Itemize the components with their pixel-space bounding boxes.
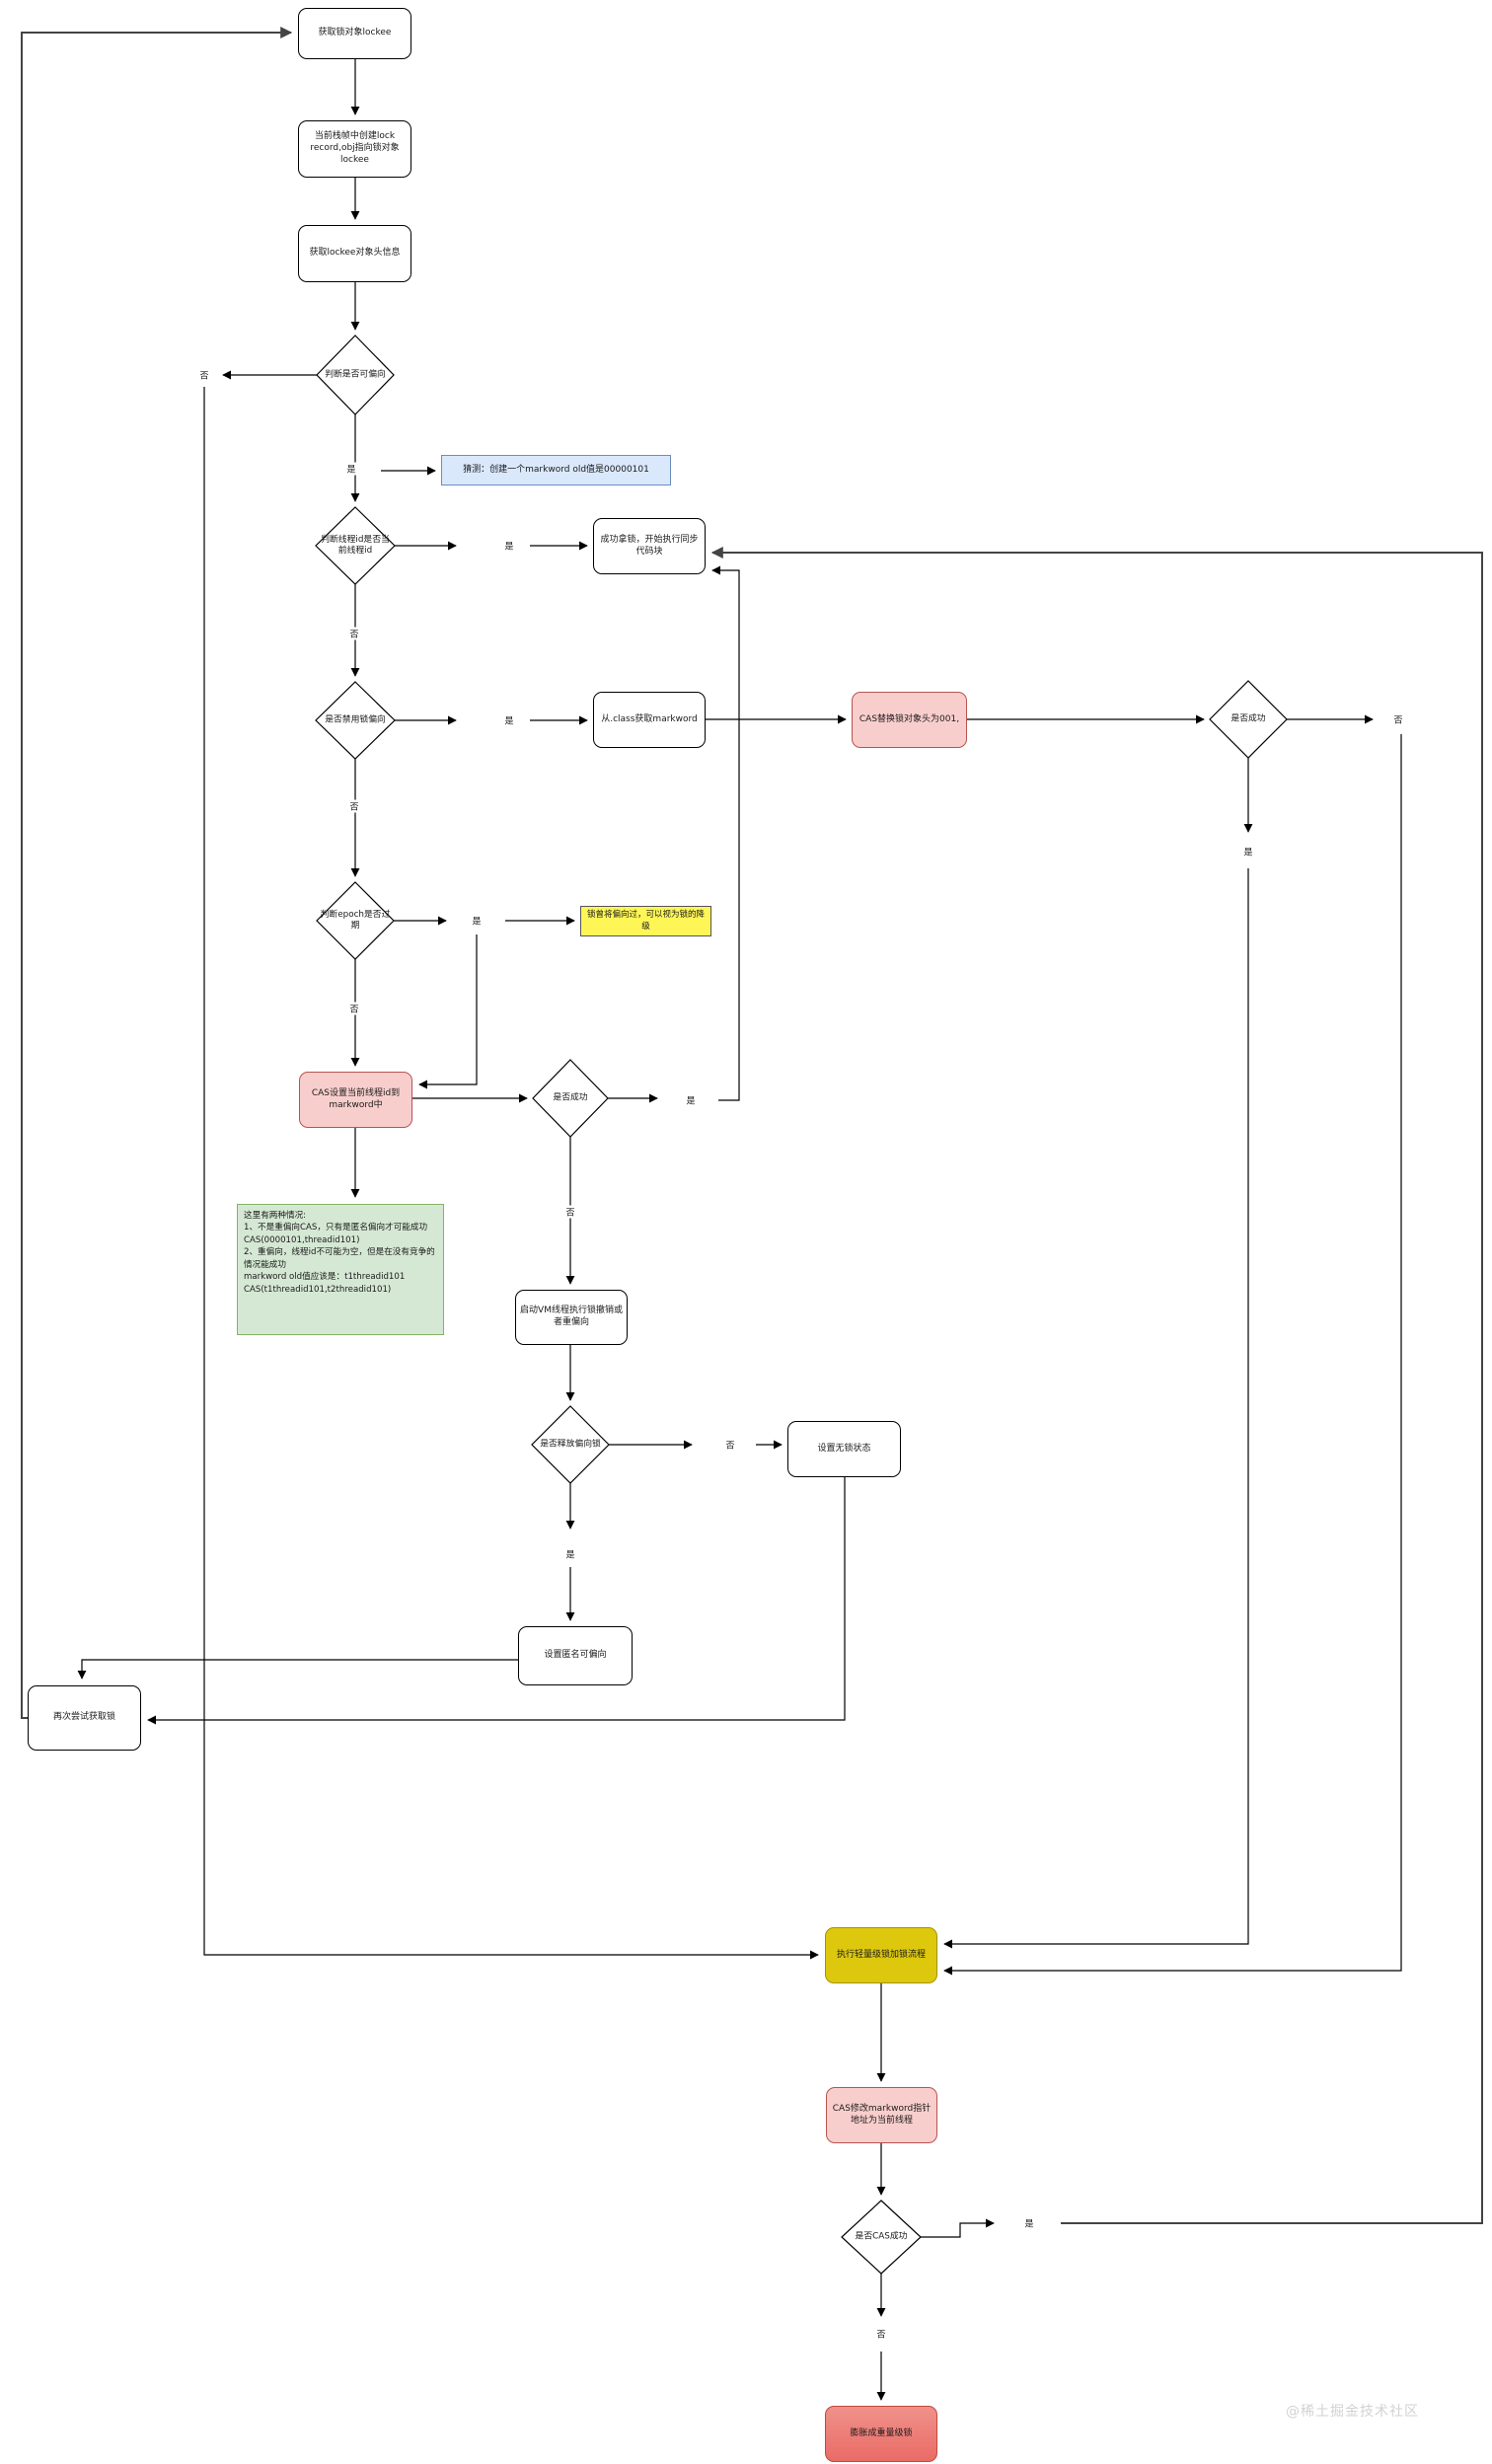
node-vm-revoke: 启动VM线程执行锁撤销或者重偏向 bbox=[515, 1290, 628, 1345]
node-get-class-markword: 从.class获取markword bbox=[593, 692, 706, 748]
edge-cas-success-to-acquired bbox=[710, 547, 1483, 2224]
decision-cas-success-shape bbox=[841, 2200, 922, 2275]
node-cas-set-pointer: CAS修改markword指针地址为当前线程 bbox=[826, 2087, 937, 2143]
node-get-header: 获取lockee对象头信息 bbox=[298, 225, 411, 282]
watermark: @稀土掘金技术社区 bbox=[1286, 2404, 1419, 2420]
node-set-anon-bias: 设置匿名可偏向 bbox=[518, 1626, 633, 1685]
edge-lockfree-to-retry bbox=[147, 1477, 846, 1725]
decision-success1-shape bbox=[1209, 680, 1288, 759]
edge-label-yes: 是 bbox=[1241, 845, 1255, 859]
decision-biasable-shape bbox=[316, 335, 395, 415]
edge-retry-to-start bbox=[21, 27, 293, 1719]
decision-bias-disabled-shape bbox=[315, 681, 396, 760]
edge-label-yes: 是 bbox=[1022, 2216, 1036, 2230]
edge-label-yes: 是 bbox=[502, 713, 516, 727]
edge-label-no: 否 bbox=[723, 1438, 737, 1452]
decision-bias-disabled-label: 是否禁用锁偏向 bbox=[325, 714, 386, 725]
edge-success1-yes-to-lightweight bbox=[943, 868, 1249, 1949]
edge-label-no: 否 bbox=[347, 1002, 361, 1015]
decision-cas-success-label: 是否CAS成功 bbox=[855, 2231, 908, 2242]
edge-label-yes: 是 bbox=[344, 462, 358, 476]
edge-label-no: 否 bbox=[347, 799, 361, 813]
decision-success2-label: 是否成功 bbox=[553, 1092, 588, 1103]
decision-release-bias-label: 是否释放偏向锁 bbox=[540, 1439, 601, 1450]
decision-threadid-shape bbox=[315, 506, 396, 585]
edge-label-no: 否 bbox=[563, 1205, 577, 1219]
edge-anonbias-to-retry bbox=[77, 1659, 518, 1680]
node-cas-replace-header: CAS替换锁对象头为001, bbox=[852, 692, 967, 748]
edge-label-no: 否 bbox=[874, 2327, 888, 2341]
decision-biasable-label: 判断是否可偏向 bbox=[325, 369, 386, 380]
edge-epoch-yes-to-casset bbox=[418, 934, 478, 1089]
edge-label-no: 否 bbox=[1391, 712, 1405, 726]
edge-success2-yes-to-acquired bbox=[711, 565, 740, 1101]
decision-epoch-shape bbox=[316, 881, 395, 960]
edge-label-yes: 是 bbox=[563, 1547, 577, 1561]
note-line: 这里有两种情况: bbox=[244, 1211, 307, 1221]
note-two-cases: 这里有两种情况: 1、不是重偏向CAS，只有是匿名偏向才可能成功 CAS(000… bbox=[237, 1204, 444, 1335]
node-create-lock-record: 当前栈帧中创建lock record,obj指向锁对象lockee bbox=[298, 120, 411, 178]
node-lightweight-flow: 执行轻量级锁加锁流程 bbox=[825, 1927, 937, 1983]
edge-success1-no-to-lightweight bbox=[943, 734, 1402, 1976]
decision-epoch-label: 判断epoch是否过期 bbox=[320, 910, 391, 931]
edge-biasable-no-to-lightweight bbox=[203, 387, 819, 1960]
note-line: 2、重偏向，线程id不可能为空，但是在没有竞争的情况能成功 bbox=[244, 1247, 435, 1270]
node-retry-lock: 再次尝试获取锁 bbox=[28, 1685, 141, 1751]
decision-success2-shape bbox=[532, 1059, 609, 1138]
node-cas-set-threadid: CAS设置当前线程id到markword中 bbox=[299, 1072, 412, 1128]
note-guess-markword: 猜测：创建一个markword old值是00000101 bbox=[441, 455, 671, 485]
node-inflate-heavyweight: 膨胀成重量级锁 bbox=[825, 2406, 937, 2462]
note-line: markword old值应该是：t1threadid101 bbox=[244, 1272, 406, 1283]
node-get-lock: 获取锁对象lockee bbox=[298, 8, 411, 59]
node-lock-acquired: 成功拿锁，开始执行同步代码块 bbox=[593, 518, 706, 574]
edge-label-no: 否 bbox=[347, 627, 361, 640]
decision-success1-label: 是否成功 bbox=[1231, 713, 1266, 724]
edge-label-no: 否 bbox=[197, 368, 211, 382]
edge-cassuccess-yes bbox=[921, 2218, 995, 2238]
edge-label-yes: 是 bbox=[684, 1093, 698, 1107]
note-line: CAS(t1threadid101,t2threadid101) bbox=[244, 1284, 392, 1295]
note-lock-downgrade: 锁曾将偏向过，可以视为锁的降级 bbox=[580, 906, 711, 936]
decision-threadid-label: 判断线程id是否当前线程id bbox=[321, 535, 390, 556]
note-line: 1、不是重偏向CAS，只有是匿名偏向才可能成功 bbox=[244, 1223, 428, 1233]
decision-release-bias-shape bbox=[531, 1405, 610, 1484]
edge-label-yes: 是 bbox=[470, 914, 484, 928]
note-line: CAS(0000101,threadid101) bbox=[244, 1234, 360, 1245]
edge-label-yes: 是 bbox=[502, 539, 516, 553]
node-set-lock-free: 设置无锁状态 bbox=[787, 1421, 901, 1477]
